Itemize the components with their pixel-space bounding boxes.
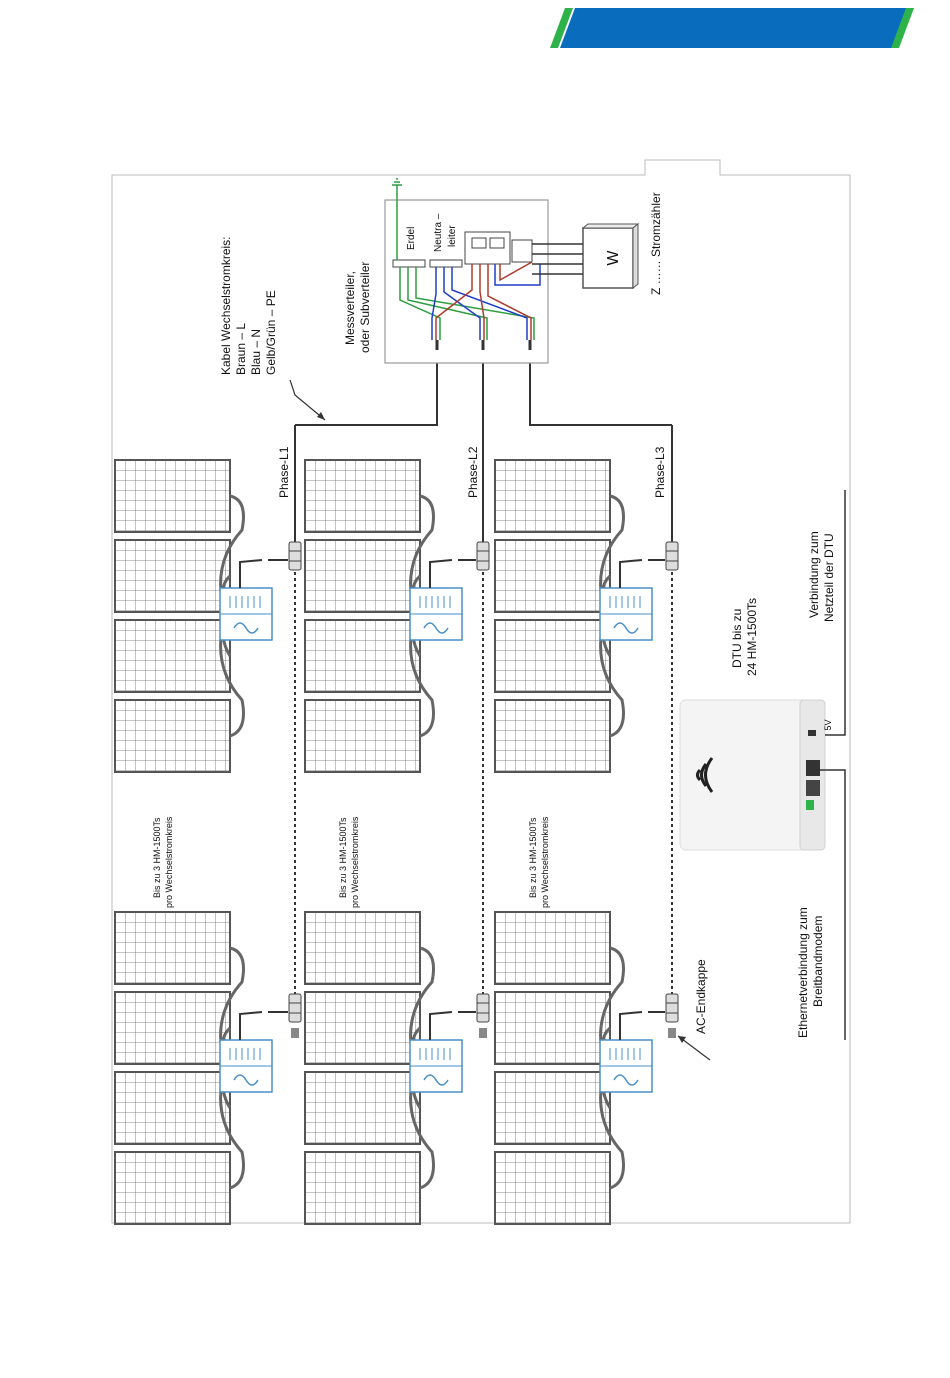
trunk-connector: [665, 993, 679, 1023]
branch-note-1-line2: pro Wechselstromkreis: [164, 816, 174, 908]
phase-l2-label: Phase-L2: [466, 446, 480, 498]
header-green-stripe-right: [891, 8, 914, 48]
endcap-label: AC-Endkappe: [694, 959, 708, 1034]
solar-panel: [494, 459, 611, 533]
power-label-2: Netzteil der DTU: [822, 533, 836, 622]
solar-panel: [304, 699, 421, 773]
header-green-stripe-left: [550, 8, 573, 48]
solar-panel: [304, 1071, 421, 1145]
distributor-label-2: oder Subverteiler: [358, 262, 372, 353]
microinverter: [409, 587, 463, 641]
trunk-connector: [665, 541, 679, 571]
microinverter: [409, 1039, 463, 1093]
solar-panel: [114, 1071, 231, 1145]
solar-panel: [114, 911, 231, 985]
microinverter: [599, 587, 653, 641]
cable-pointer: [289, 379, 326, 421]
solar-panel: [114, 991, 231, 1065]
distribution-box: [384, 178, 549, 364]
header-blue-bar: [560, 8, 908, 48]
cable-brown: Braun – L: [234, 323, 248, 375]
dtu-device: [679, 699, 826, 851]
electricity-meter: W: [532, 222, 640, 290]
cable-pe: Gelb/Grün – PE: [264, 290, 278, 375]
solar-panel: [494, 699, 611, 773]
microinverter: [219, 587, 273, 641]
solar-panel: [114, 459, 231, 533]
solar-panel: [114, 619, 231, 693]
dtu-connection-lines: [818, 490, 846, 1040]
dtu-label-2: 24 HM-1500Ts: [745, 598, 759, 676]
branch-note-3-line2: pro Wechselstromkreis: [540, 816, 550, 908]
ethernet-label-2: Breitbandmodem: [811, 916, 825, 1007]
branch-note-2-line1: Bis zu 3 HM-1500Ts: [338, 817, 348, 898]
solar-panel: [304, 991, 421, 1065]
neutral-label-1: Neutra –: [433, 213, 444, 252]
solar-panel: [304, 539, 421, 613]
ac-end-caps: [291, 1028, 676, 1038]
cable-blue: Blau – N: [249, 329, 263, 375]
solar-panel: [304, 1151, 421, 1225]
trunk-connector: [288, 993, 302, 1023]
ac-trunk-lines: [239, 348, 673, 1040]
branch-note-1-line1: Bis zu 3 HM-1500Ts: [152, 817, 162, 898]
meter-symbol: W: [605, 250, 622, 266]
phase-l1-label: Phase-L1: [277, 446, 291, 498]
solar-panel: [304, 911, 421, 985]
dtu-label-1: DTU bis zu: [730, 609, 744, 668]
cable-title: Kabel Wechselstromkreis:: [219, 237, 233, 376]
solar-panel: [114, 539, 231, 613]
solar-panel: [114, 1151, 231, 1225]
dtu-port-label: 5V: [823, 719, 833, 730]
power-label-1: Verbindung zum: [807, 531, 821, 618]
solar-panel: [304, 619, 421, 693]
earth-label: Erdel: [406, 227, 417, 250]
phase-l3-label: Phase-L3: [653, 446, 667, 498]
branch-note-3-line1: Bis zu 3 HM-1500Ts: [528, 817, 538, 898]
solar-panel: [304, 459, 421, 533]
text-labels: Kabel Wechselstromkreis: Braun – L Blau …: [152, 192, 836, 1038]
solar-panel: [494, 539, 611, 613]
trunk-connector: [476, 993, 490, 1023]
solar-panel: [114, 699, 231, 773]
solar-panel: [494, 1071, 611, 1145]
trunk-connector: [288, 541, 302, 571]
solar-panel: [494, 911, 611, 985]
branch-note-2-line2: pro Wechselstromkreis: [350, 816, 360, 908]
microinverter: [599, 1039, 653, 1093]
solar-panel: [494, 991, 611, 1065]
solar-panel: [494, 1151, 611, 1225]
header-banner: [550, 8, 914, 48]
distributor-label-1: Messverteiler,: [343, 271, 357, 345]
meter-label: Z …… Stromzähler: [649, 192, 663, 295]
ethernet-label-1: Ethernetverbindung zum: [796, 907, 810, 1038]
trunk-connector: [476, 541, 490, 571]
neutral-label-2: leiter: [447, 225, 458, 247]
microinverter: [219, 1039, 273, 1093]
solar-panel: [494, 619, 611, 693]
